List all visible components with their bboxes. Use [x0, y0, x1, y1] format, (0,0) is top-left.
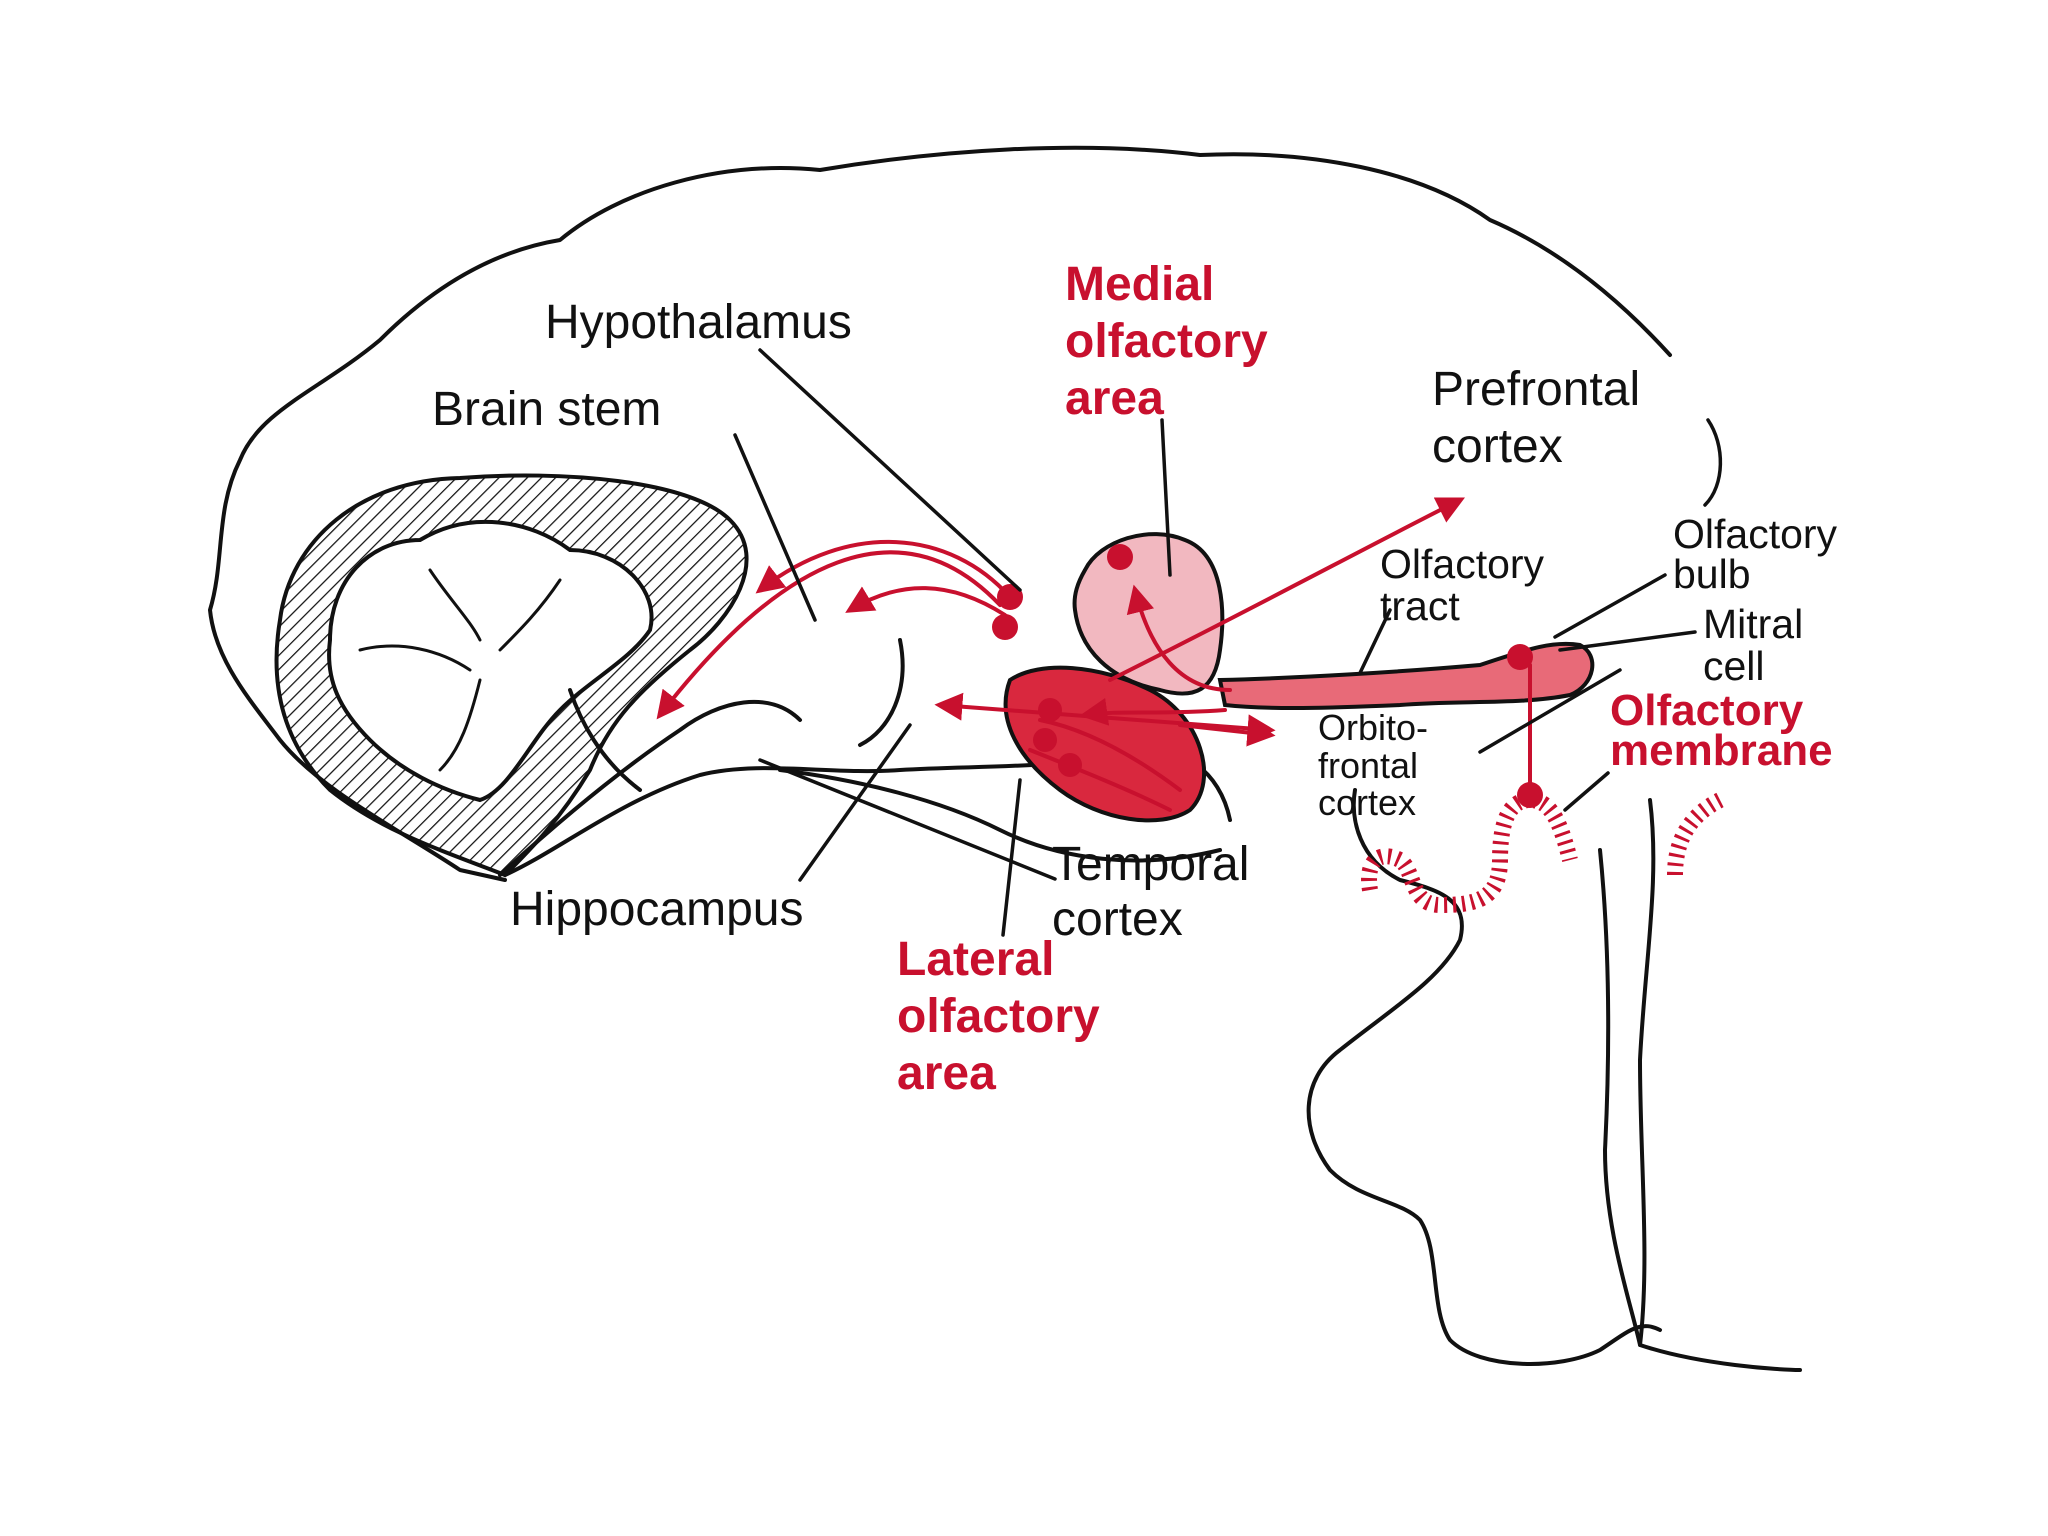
label-lateral-2: olfactory — [897, 990, 1100, 1043]
neuron-dot-medial — [1107, 544, 1133, 570]
label-medial-2: olfactory — [1065, 315, 1268, 368]
label-prefrontal-1: Prefrontal — [1432, 363, 1640, 416]
leader-olfactory-bulb — [1553, 573, 1667, 639]
cerebellum-fold-2 — [358, 644, 472, 672]
label-orbitofrontal-2: frontal — [1318, 745, 1418, 786]
label-olfactory-bulb-2: bulb — [1673, 551, 1751, 597]
label-temporal-cortex-2: cortex — [1052, 893, 1183, 946]
leader-lateral — [1001, 778, 1022, 937]
midbrain-line — [858, 638, 905, 747]
brain-stem-shape-2 — [568, 688, 642, 792]
cerebellum-inner — [327, 519, 654, 803]
label-orbitofrontal-1: Orbito- — [1318, 707, 1428, 748]
label-lateral-1: Lateral — [897, 933, 1054, 986]
label-membrane-2: membrane — [1610, 726, 1833, 775]
leader-hypothalamus — [758, 348, 1022, 592]
olfactory-membrane-fold-2 — [1667, 792, 1724, 876]
cerebellum-fold-4 — [438, 678, 482, 772]
leader-membrane — [1563, 771, 1610, 812]
to-brainstem-arrow-1 — [755, 540, 1012, 599]
tract-to-medial-arrow — [1126, 584, 1232, 692]
label-hippocampus: Hippocampus — [510, 883, 803, 936]
leader-hippocampus — [798, 723, 912, 882]
label-lateral-3: area — [897, 1047, 996, 1100]
leader-olfactory-tract — [1358, 608, 1392, 675]
neuron-dot-membrane — [1517, 782, 1543, 808]
diencephalon-line — [778, 768, 1222, 863]
label-medial-3: area — [1065, 372, 1164, 425]
lateral-stripe-2 — [1028, 748, 1172, 812]
neuron-dot-hypothalamus-2 — [992, 614, 1018, 640]
leader-medial — [1160, 418, 1172, 577]
to-cerebellum-arrow — [656, 550, 1002, 720]
leader-temporal — [758, 758, 1057, 881]
label-membrane-1: Olfactory — [1610, 686, 1804, 735]
neuron-dot-lateral-3 — [1058, 753, 1082, 777]
neuron-dot-mitral — [1507, 644, 1533, 670]
label-mitral-2: cell — [1703, 643, 1765, 689]
label-temporal-cortex-1: Temporal — [1052, 838, 1249, 891]
nasal-outline — [1306, 788, 1662, 1366]
label-hypothalamus: Hypothalamus — [545, 296, 852, 349]
leader-brain-stem — [733, 433, 817, 622]
nasal-septum-right — [1638, 798, 1802, 1372]
label-prefrontal-2: cortex — [1432, 420, 1563, 473]
leader-mitral — [1558, 630, 1697, 652]
cerebellum-fold-3 — [498, 578, 562, 652]
label-medial-1: Medial — [1065, 258, 1214, 311]
brain-outline — [208, 145, 1672, 882]
leader-orbitofrontal — [1478, 668, 1622, 754]
label-orbitofrontal-3: cortex — [1318, 782, 1416, 823]
medial-to-prefrontal-arrow — [1108, 497, 1466, 682]
to-brainstem-arrow-2 — [845, 586, 1007, 617]
neuron-dot-lateral-2 — [1033, 728, 1057, 752]
olfactory-tract-shape — [1217, 641, 1595, 711]
lateral-bidirectional-arrow — [934, 692, 1276, 743]
label-olfactory-tract-2: tract — [1380, 583, 1460, 629]
neuron-dot-lateral-1 — [1038, 698, 1062, 722]
label-brain-stem: Brain stem — [432, 383, 661, 436]
orbitofrontal-arrow — [1178, 718, 1276, 747]
label-olfactory-tract-1: Olfactory — [1380, 541, 1545, 587]
cerebellum-fold-1 — [428, 568, 482, 642]
nasal-septum-left — [1598, 848, 1642, 1347]
prefrontal-bracket — [1703, 418, 1723, 507]
label-olfactory-bulb-1: Olfactory — [1673, 511, 1838, 557]
brain-stem-shape — [498, 699, 802, 877]
neuron-dot-hypothalamus-1 — [997, 584, 1023, 610]
label-mitral-1: Mitral — [1703, 601, 1803, 647]
